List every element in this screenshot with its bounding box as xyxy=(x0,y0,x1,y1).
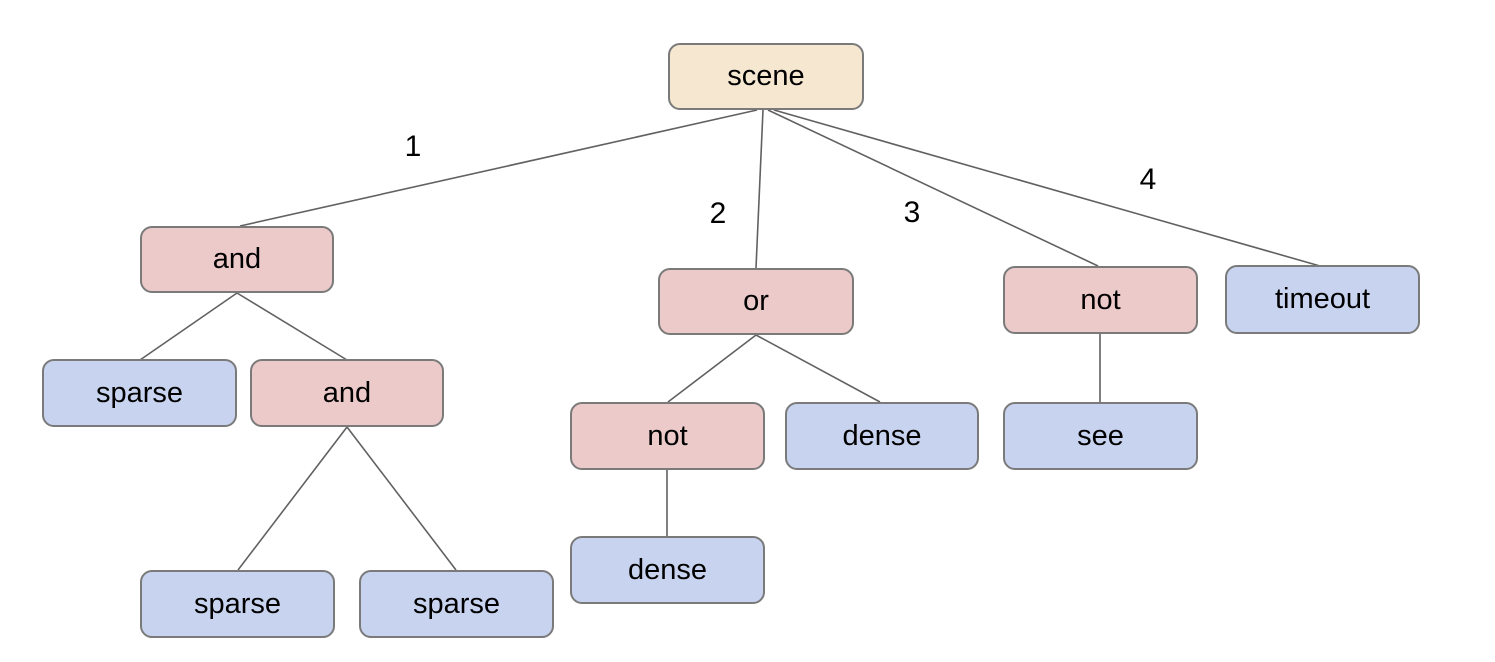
edge-and2-sparse2 xyxy=(237,426,348,571)
edge-scene-timeout xyxy=(773,109,1321,267)
node-sparse-3: sparse xyxy=(359,570,554,638)
node-and-2: and xyxy=(250,359,444,427)
node-see: see xyxy=(1003,402,1198,470)
node-sparse-1: sparse xyxy=(42,359,237,427)
edge-label-branch-1: 1 xyxy=(404,130,422,163)
edge-scene-or xyxy=(755,109,764,269)
node-timeout: timeout xyxy=(1225,265,1420,334)
node-not-1: not xyxy=(1003,266,1198,334)
edge-label-branch-4: 4 xyxy=(1139,163,1157,196)
edge-and-and xyxy=(236,292,348,361)
edge-label-branch-3: 3 xyxy=(903,196,921,229)
edge-scene-and xyxy=(239,109,758,227)
edge-scene-not xyxy=(767,109,1099,267)
edge-or-dense xyxy=(755,334,881,403)
node-and-1: and xyxy=(140,226,334,293)
edge-or-not xyxy=(667,334,757,403)
node-dense-1: dense xyxy=(785,402,979,470)
node-sparse-2: sparse xyxy=(140,570,335,638)
node-scene: scene xyxy=(668,43,864,110)
edge-and-sparse xyxy=(139,292,238,361)
node-dense-2: dense xyxy=(570,536,765,604)
node-or: or xyxy=(658,268,854,335)
node-not-2: not xyxy=(570,402,765,470)
edge-and2-sparse3 xyxy=(346,426,457,571)
edge-label-branch-2: 2 xyxy=(709,197,727,230)
